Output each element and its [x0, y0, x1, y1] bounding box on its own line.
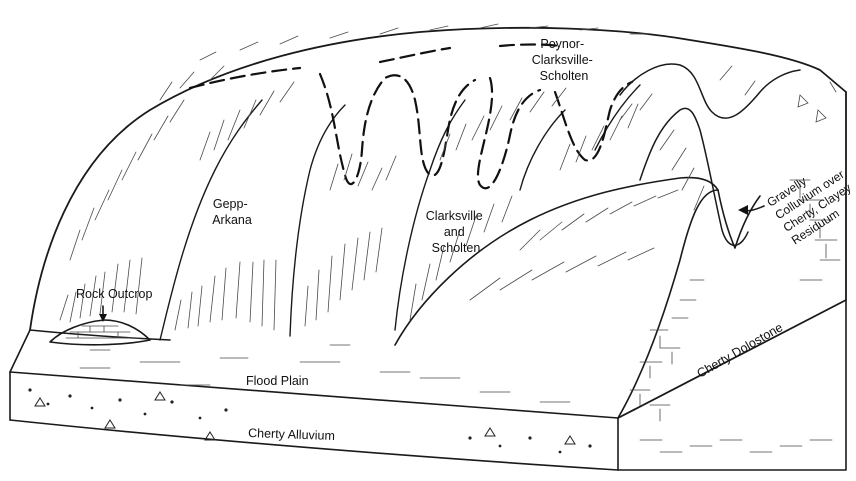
- label-gepp-arkana: Gepp- Arkana: [212, 197, 252, 227]
- lower-hill: [395, 178, 760, 346]
- label-colluvium: Gravelly Colluvium over Cherty, Clayey R…: [764, 153, 856, 248]
- label-cherty-dolostone: Cherty Dolostone: [695, 320, 786, 380]
- label-poynor: Poynor- Clarksville- Scholten: [532, 37, 597, 83]
- label-clarksville-scholten: Clarksville and Scholten: [426, 209, 486, 255]
- flood-plain-block: [10, 330, 618, 470]
- label-rock-outcrop: Rock Outcrop: [76, 287, 152, 301]
- label-cherty-alluvium: Cherty Alluvium: [248, 426, 335, 443]
- upland-hollow: [620, 64, 800, 245]
- dolostone-face: [618, 82, 846, 470]
- label-flood-plain: Flood Plain: [246, 374, 309, 388]
- alluvium-pattern: [28, 388, 591, 453]
